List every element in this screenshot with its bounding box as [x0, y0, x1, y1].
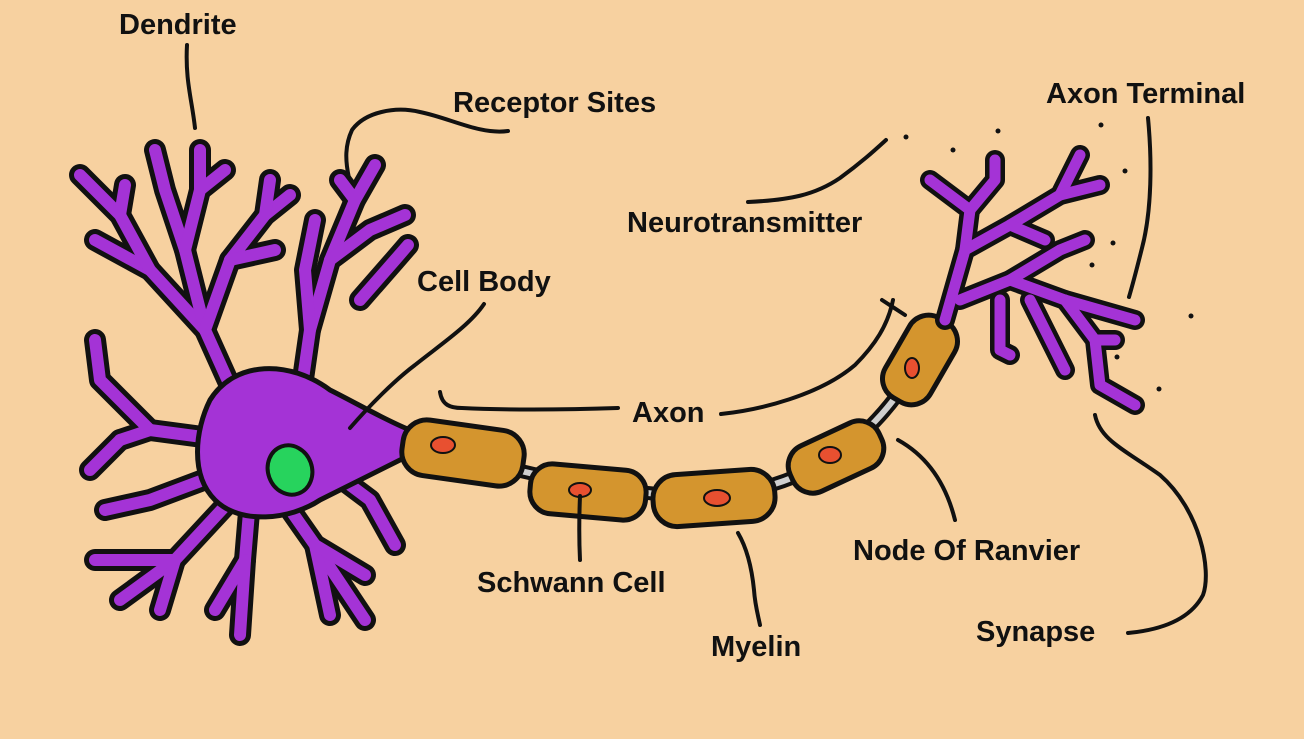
- label-myelin: Myelin: [711, 631, 802, 663]
- leader-receptor-sites: [344, 107, 510, 180]
- leader-cell-body: [348, 302, 486, 430]
- leader-synapse: [1093, 413, 1208, 635]
- schwann-nucleus: [430, 436, 456, 454]
- label-neurotransmitter: Neurotransmitter: [627, 207, 863, 239]
- label-axon: Axon: [632, 397, 705, 429]
- leader-myelin: [736, 531, 762, 627]
- leader-axon: [438, 390, 620, 412]
- leader-schwann-cell: [577, 494, 582, 562]
- label-receptor-sites: Receptor Sites: [453, 87, 657, 119]
- label-axon-terminal: Axon Terminal: [1046, 78, 1246, 110]
- axon-terminal-branches: [920, 145, 1145, 415]
- leader-lines: [184, 43, 1208, 635]
- dendrites: [69, 139, 419, 646]
- label-dendrite: Dendrite: [119, 9, 237, 41]
- schwann-nucleus: [818, 446, 842, 464]
- label-cell-body: Cell Body: [417, 266, 551, 298]
- leader-dendrite: [184, 43, 197, 130]
- cell-nucleus: [265, 443, 315, 497]
- schwann-nucleus: [703, 489, 731, 507]
- label-node-of-ranvier: Node Of Ranvier: [853, 535, 1081, 567]
- neurotransmitter-dots: [903, 122, 1194, 392]
- label-synapse: Synapse: [976, 616, 1096, 648]
- cell-body: [195, 366, 413, 520]
- leader-axon-right: [719, 298, 907, 416]
- label-schwann-cell: Schwann Cell: [477, 567, 666, 599]
- leader-axon-terminal: [1127, 116, 1153, 299]
- myelin-segment: [399, 417, 527, 489]
- leader-neurotransmitter: [746, 138, 888, 204]
- schwann-nucleus: [904, 357, 920, 379]
- myelin-sheaths: [399, 312, 960, 530]
- leader-node-of-ranvier: [896, 438, 957, 522]
